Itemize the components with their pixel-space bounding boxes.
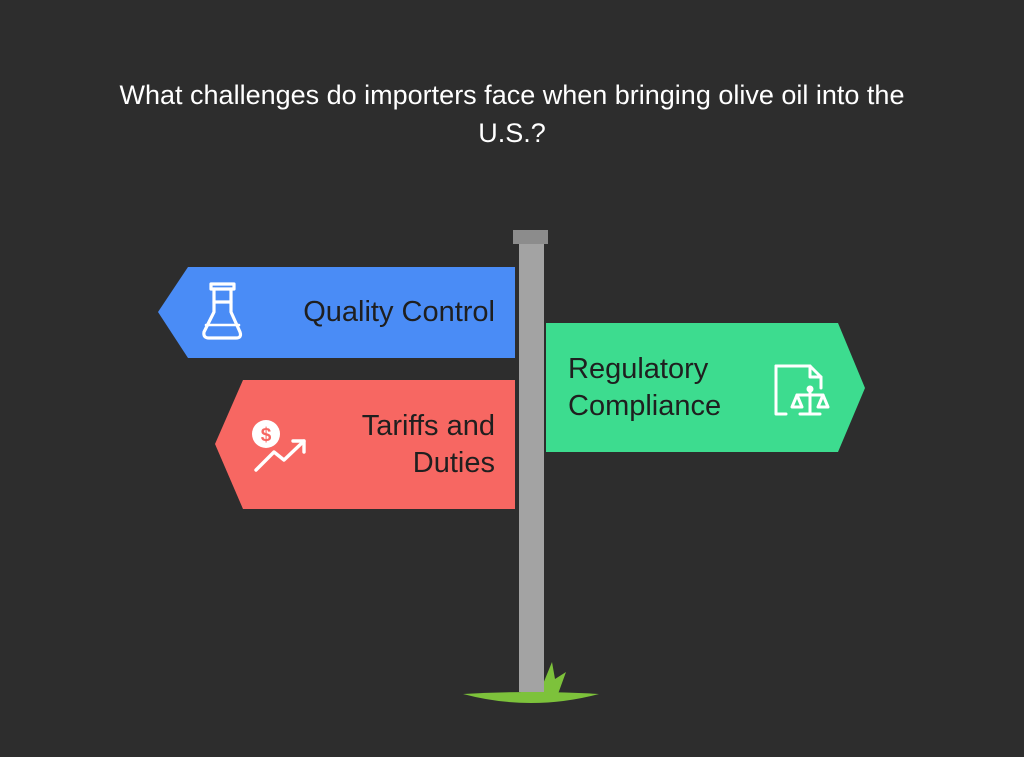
sign-post [519,244,544,692]
title-line-1: What challenges do importers face when b… [119,80,905,110]
document-scales-icon [774,364,830,416]
svg-text:$: $ [261,425,272,446]
regulatory-compliance-line-1: Regulatory [568,353,709,385]
dollar-trend-up-icon: $ [252,420,306,472]
diagram-title: What challenges do importers face when b… [30,76,994,152]
tariffs-and-duties-line-2: Duties [412,447,495,479]
sign-quality-control [158,267,515,358]
regulatory-compliance-label: Regulatory Compliance [568,351,768,425]
quality-control-label: Quality Control [250,294,495,331]
sign-tariffs-and-duties [215,380,515,509]
quality-control-line-1: Quality Control [303,296,495,328]
sign-regulatory-compliance [546,323,865,452]
regulatory-compliance-line-2: Compliance [568,390,722,422]
grass-icon [463,662,599,703]
title-line-2: U.S.? [478,118,546,148]
tariffs-and-duties-line-1: Tariffs and [361,410,495,442]
lab-flask-icon [202,282,243,340]
tariffs-and-duties-label: Tariffs and Duties [270,408,495,482]
sign-post-cap [513,230,548,244]
